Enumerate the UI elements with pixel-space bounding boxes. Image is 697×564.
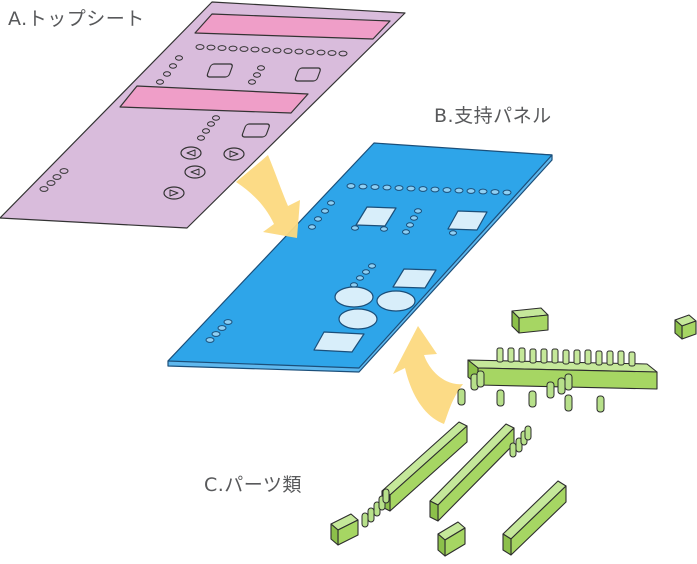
top-sheet-led-column (39, 115, 220, 192)
top-sheet-key-2 (294, 67, 321, 82)
support-panel-bottom-cutout (313, 331, 365, 353)
top-sheet-led-row (156, 44, 348, 85)
top-sheet (0, 1, 406, 229)
part-cube-right (674, 314, 697, 340)
label-top-sheet: A.トップシート (8, 8, 145, 30)
top-sheet-window-upper (194, 13, 391, 40)
parts (330, 307, 697, 557)
part-header-pins (496, 347, 636, 367)
assembly-arrow-c-to-b (393, 326, 463, 424)
top-sheet-body (0, 1, 406, 229)
top-sheet-arrow-glyphs (169, 149, 239, 197)
part-bar-3 (502, 480, 567, 556)
support-panel-square-cutouts (355, 206, 488, 289)
part-cylinders (361, 370, 605, 528)
part-cube-bottom-left (330, 513, 359, 546)
part-cube-bottom-middle (437, 521, 466, 557)
top-sheet-key-3 (241, 123, 270, 138)
support-panel-hole-row (205, 183, 512, 343)
part-cube-top (511, 307, 549, 334)
support-panel-round-cutouts (334, 286, 416, 330)
label-support-panel: B.支持パネル (434, 105, 552, 127)
top-sheet-arrow-buttons (163, 146, 245, 200)
top-sheet-key-1 (206, 63, 233, 78)
label-parts: C.パーツ類 (204, 474, 302, 496)
support-panel-body (167, 142, 553, 369)
support-panel (167, 142, 553, 373)
top-sheet-window-lower (119, 85, 309, 114)
assembly-arrow-a-to-b (236, 155, 300, 238)
